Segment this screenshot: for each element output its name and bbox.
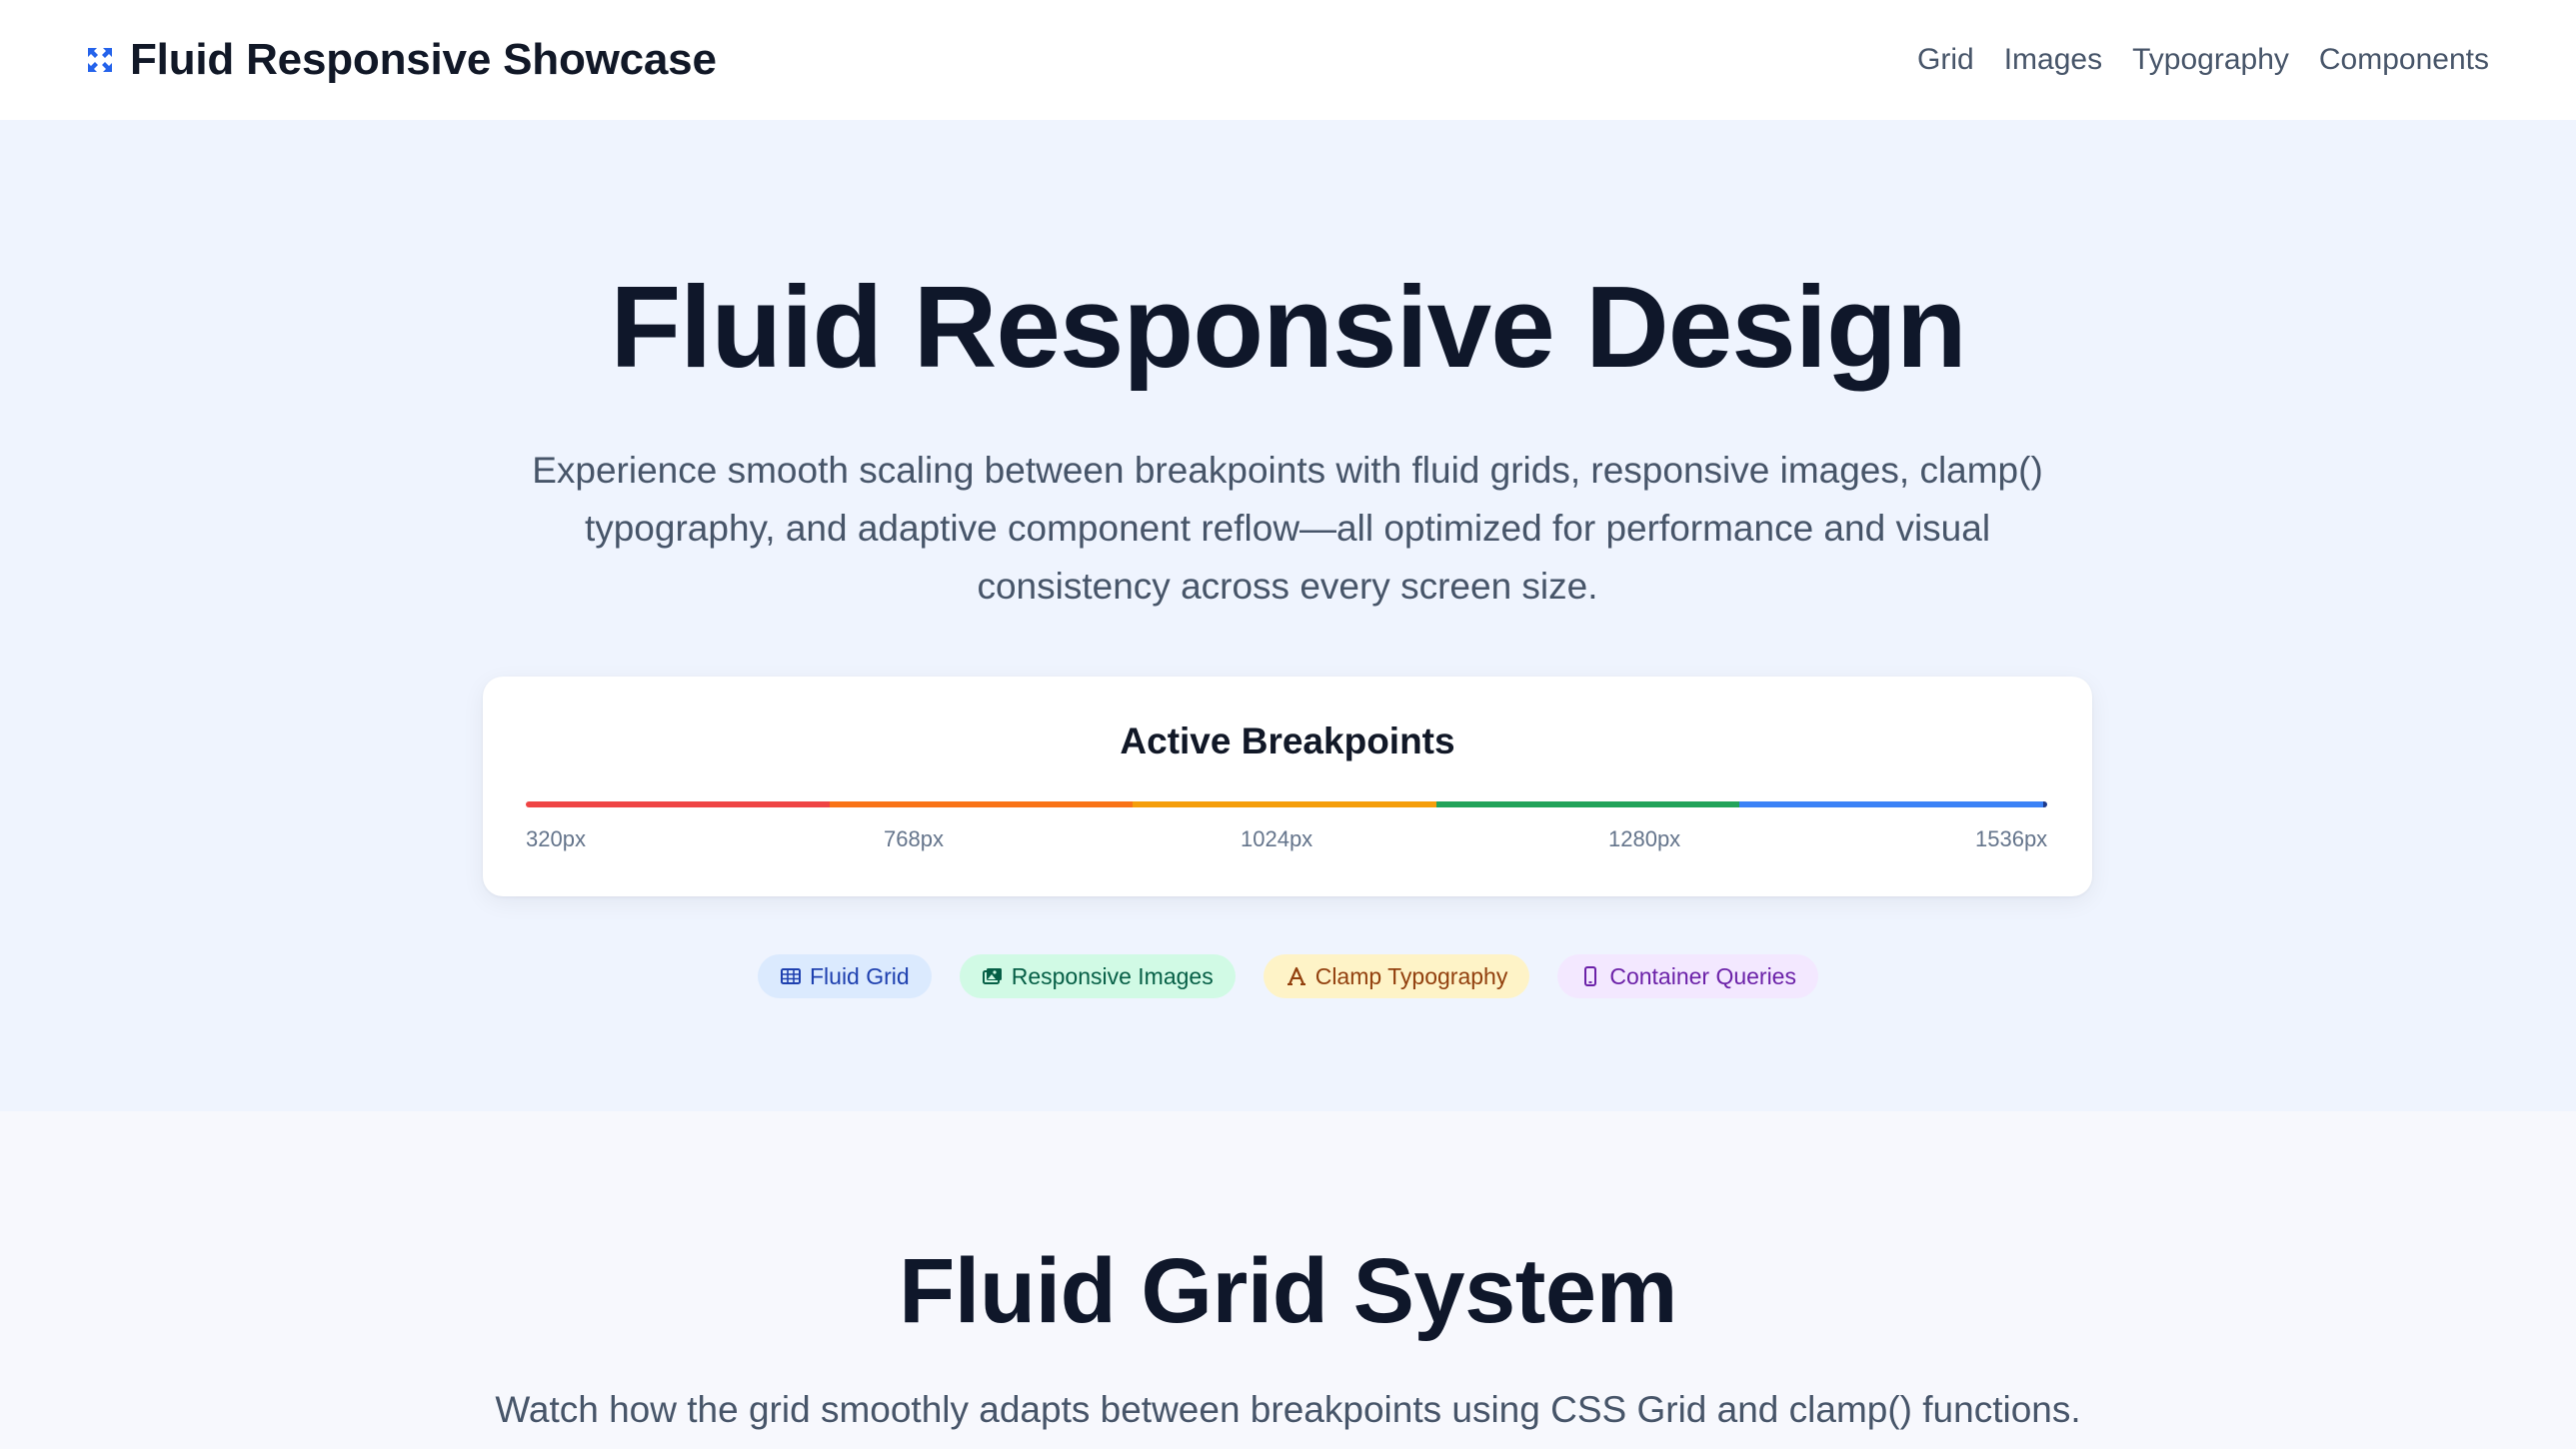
breakpoints-card: Active Breakpoints 320px 768px 1024px 12… [483,677,2092,896]
nav-link-grid[interactable]: Grid [1917,43,1974,76]
chip-label: Responsive Images [1011,962,1214,989]
nav-link-typography[interactable]: Typography [2132,43,2289,76]
main-nav: Grid Images Typography Components [1917,43,2489,77]
breakpoint-segment-1 [526,801,830,807]
chip-container-queries[interactable]: Container Queries [1557,954,1818,998]
breakpoint-label-1280: 1280px [1608,826,1681,851]
breakpoint-label-1024: 1024px [1241,826,1313,851]
chip-clamp-typography[interactable]: Clamp Typography [1263,954,1530,998]
chip-fluid-grid[interactable]: Fluid Grid [758,954,932,998]
images-icon [982,968,1002,984]
chip-label: Container Queries [1609,962,1796,989]
brand-title: Fluid Responsive Showcase [130,35,717,84]
grid-section-subtitle: Watch how the grid smoothly adapts betwe… [495,1389,2081,1430]
grid-section: Fluid Grid System Watch how the grid smo… [0,1111,2576,1449]
breakpoint-label-320: 320px [526,826,586,851]
breakpoint-label-768: 768px [884,826,944,851]
grid-section-title: Fluid Grid System [899,1240,1677,1342]
chip-label: Fluid Grid [810,962,910,989]
chip-label: Clamp Typography [1314,962,1508,989]
font-icon [1287,966,1305,985]
chip-responsive-images[interactable]: Responsive Images [959,954,1236,998]
table-grid-icon [781,968,801,984]
hero-section: Fluid Responsive Design Experience smoot… [0,120,2576,1111]
hero-title: Fluid Responsive Design [610,262,1966,392]
breakpoints-bar [526,801,2047,807]
feature-chips: Fluid Grid Responsive Images Clamp Typog… [0,954,2576,998]
breakpoint-bar-end [2042,801,2047,807]
top-header: Fluid Responsive Showcase Grid Images Ty… [0,0,2576,120]
hero-subtitle: Experience smooth scaling between breakp… [532,450,2043,607]
nav-link-images[interactable]: Images [2003,43,2103,76]
brand[interactable]: Fluid Responsive Showcase [86,35,717,85]
breakpoints-title: Active Breakpoints [1120,721,1455,761]
arrows-expand-icon [88,48,112,72]
mobile-icon [1584,966,1597,986]
breakpoint-segment-5 [1739,801,2043,807]
breakpoint-segment-2 [829,801,1134,807]
breakpoint-segment-4 [1435,801,1740,807]
breakpoint-label-1536: 1536px [1975,826,2048,851]
nav-link-components[interactable]: Components [2318,43,2489,76]
breakpoint-segment-3 [1133,801,1436,807]
